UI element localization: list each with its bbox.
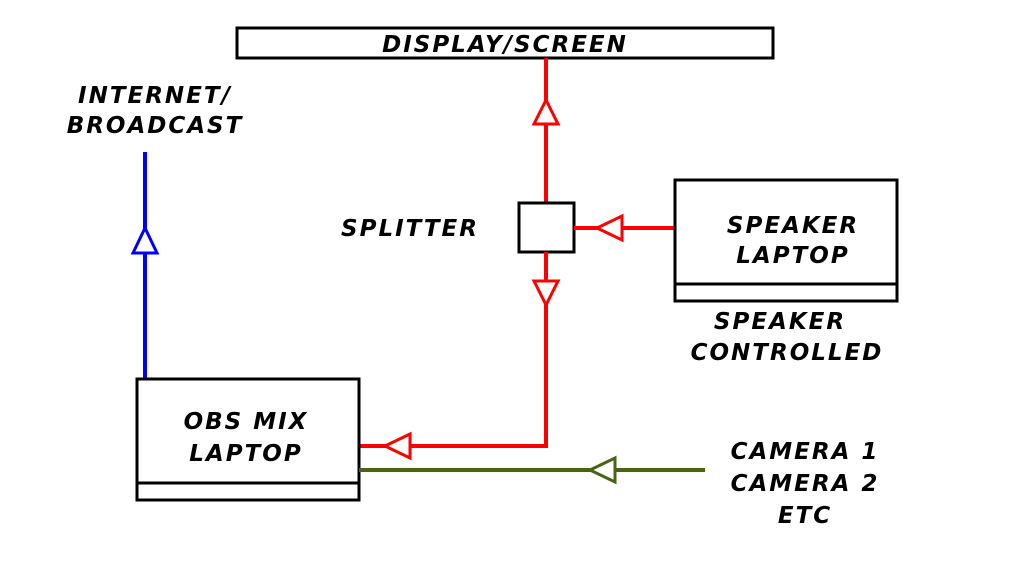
obs-laptop-base [135,481,361,502]
camera-label-line2: CAMERA 2 [731,471,880,497]
display-arrow-icon [531,96,561,126]
internet-label-line2: BROADCAST [67,113,244,139]
camera-arrow-icon [586,455,617,485]
speaker-controlled-label-line2: CONTROLLED [691,340,884,366]
speaker-laptop-label-line1: SPEAKER [727,213,859,239]
speaker-controlled-label-line1: SPEAKER [714,309,846,335]
splitter-to-obs-line [360,252,548,448]
obs-laptop-label-line1: OBS MIX [184,409,309,435]
camera-label-line3: ETC [778,503,832,529]
obs-laptop-box [135,377,361,485]
display-screen-label: DISPLAY/SCREEN [382,32,628,58]
display-screen-box [235,26,775,60]
speaker-laptop-label-line2: LAPTOP [736,243,849,269]
speaker-laptop-box [673,178,899,286]
splitter-output-arrow-icon [531,279,561,309]
speaker-laptop-base [673,282,899,303]
splitter-label: SPLITTER [341,216,479,242]
internet-label-line1: INTERNET/ [78,83,232,109]
splitter-box [517,201,576,254]
obs-laptop-label-line2: LAPTOP [189,441,302,467]
camera-label-line1: CAMERA 1 [731,439,880,465]
obs-video-in-arrow-icon [381,431,412,461]
broadcast-arrow-icon [130,224,160,255]
splitter-input-arrow-icon [593,213,624,243]
